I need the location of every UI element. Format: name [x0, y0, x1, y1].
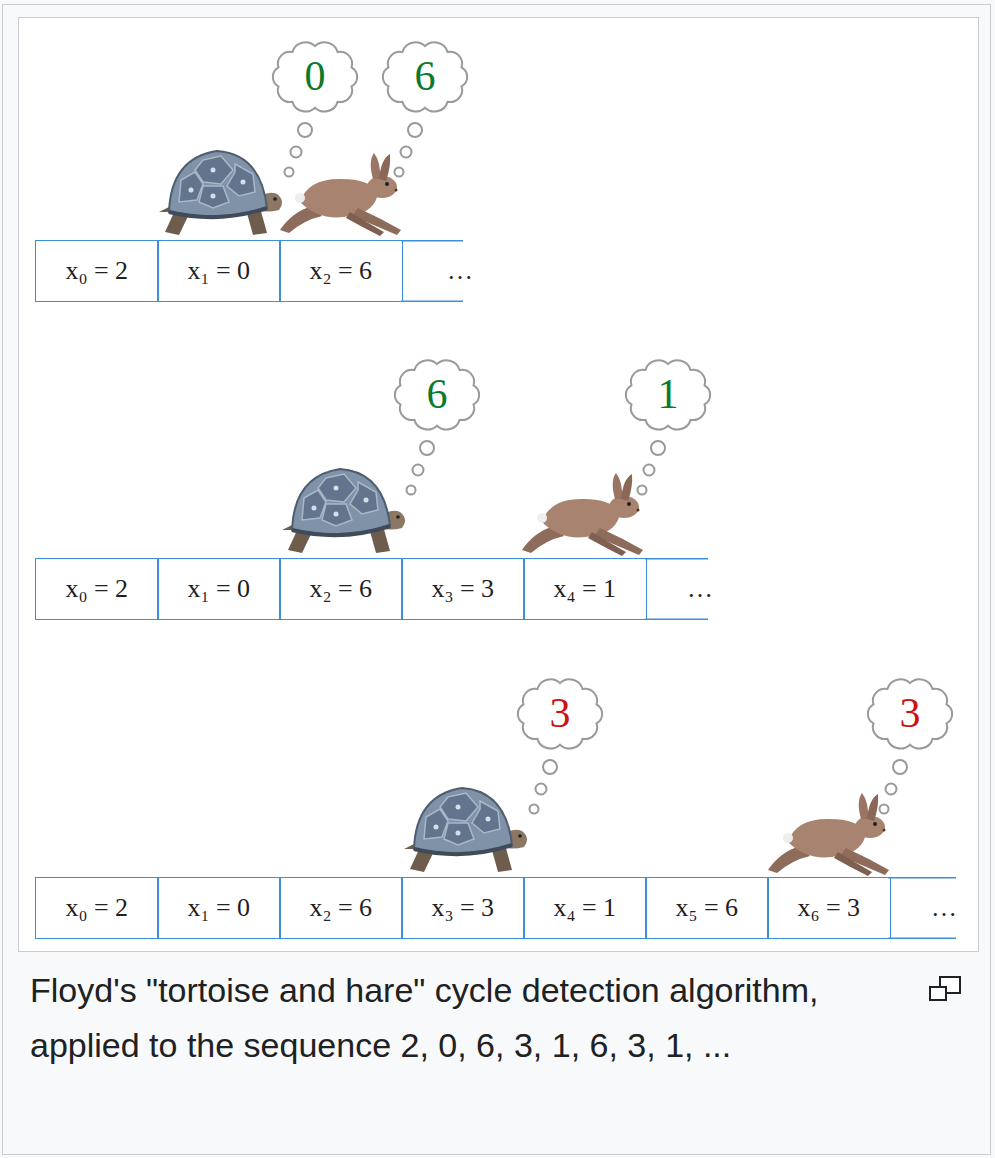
tortoise: [404, 788, 527, 872]
row-line: [645, 558, 708, 560]
trail-dot: [886, 784, 897, 795]
tortoise: [159, 151, 282, 235]
row-line: [401, 301, 463, 303]
cloud-number: 3: [550, 692, 571, 734]
cloud-shape: [273, 42, 357, 111]
cell-value: x₁ = 0: [187, 893, 250, 923]
trail-dot: [536, 784, 547, 795]
sequence-cell: x₀ = 2: [35, 877, 159, 939]
trail-dot: [408, 123, 422, 137]
cell-value: x₁ = 0: [187, 256, 250, 286]
trail-dot: [401, 147, 412, 158]
sequence-cell: x₀ = 2: [35, 240, 159, 302]
cloud-shape: [395, 360, 479, 429]
sequence-cell: x₁ = 0: [157, 877, 281, 939]
cell-value: x₂ = 6: [309, 893, 372, 923]
enlarge-icon-graphic: [920, 971, 970, 1011]
thought-cloud: 0: [267, 34, 363, 118]
cloud-shape: [868, 679, 952, 748]
row-line: [645, 619, 708, 621]
cloud-number: 6: [415, 55, 436, 97]
thought-cloud: 6: [377, 34, 473, 118]
cell-value: x₁ = 0: [187, 574, 250, 604]
hare: [522, 473, 643, 556]
row-line: [888, 877, 956, 879]
ellipsis: …: [931, 893, 957, 923]
sequence-cell: x₁ = 0: [157, 240, 281, 302]
cloud-shape: [518, 679, 602, 748]
sequence-cell: x₂ = 6: [279, 877, 403, 939]
cell-value: x₂ = 6: [309, 256, 372, 286]
cell-value: x₃ = 3: [431, 893, 494, 923]
sequence-cell: x₃ = 3: [401, 558, 525, 620]
hare: [280, 153, 401, 236]
sequence-cell: x₂ = 6: [279, 558, 403, 620]
cloud-shape: [626, 360, 710, 429]
trail-dot: [893, 760, 907, 774]
icon-frame: [930, 987, 946, 1000]
trail-dot: [291, 147, 302, 158]
trail-dot: [530, 805, 539, 814]
thought-cloud: 6: [389, 352, 485, 436]
sequence-cell: x₀ = 2: [35, 558, 159, 620]
thought-cloud: 1: [620, 352, 716, 436]
cell-value: x₄ = 1: [553, 574, 616, 604]
cell-value: x₀ = 2: [65, 893, 128, 923]
sequence-cell: x₁ = 0: [157, 558, 281, 620]
ellipsis: …: [447, 256, 473, 286]
thought-cloud: 3: [512, 671, 608, 755]
ellipsis: …: [687, 574, 713, 604]
trail-dot: [651, 441, 665, 455]
sequence-cell: x₆ = 3: [767, 877, 891, 939]
trail-dot: [407, 486, 416, 495]
sequence-cell: x₄ = 1: [523, 877, 647, 939]
sequence-cell: x₃ = 3: [401, 877, 525, 939]
trail-dot: [395, 168, 404, 177]
cell-row-extension: [401, 241, 956, 939]
cell-value: x₄ = 1: [553, 893, 616, 923]
cell-value: x₅ = 6: [675, 893, 738, 923]
sequence-cell: x₂ = 6: [279, 240, 403, 302]
tortoise: [282, 469, 405, 553]
trail-dot: [298, 123, 312, 137]
trail-dot: [543, 760, 557, 774]
trail-dot: [420, 441, 434, 455]
cell-value: x₀ = 2: [65, 574, 128, 604]
thought-trail: [285, 123, 908, 814]
sequence-cell: x₅ = 6: [645, 877, 769, 939]
sequence-cell: x₄ = 1: [523, 558, 647, 620]
trail-dot: [644, 465, 655, 476]
cell-value: x₆ = 3: [797, 893, 860, 923]
cloud-number: 6: [427, 373, 448, 415]
cloud-number: 0: [305, 55, 326, 97]
cloud-number: 1: [658, 373, 679, 415]
cloud-shape: [383, 42, 467, 111]
caption-text: Floyd's "tortoise and hare" cycle detect…: [30, 971, 818, 1064]
trail-dot: [880, 805, 889, 814]
hare: [768, 793, 889, 876]
cloud-number: 3: [900, 692, 921, 734]
cell-value: x₂ = 6: [309, 574, 372, 604]
trail-dot: [413, 465, 424, 476]
figure-caption: Floyd's "tortoise and hare" cycle detect…: [30, 963, 970, 1073]
thought-cloud: 3: [862, 671, 958, 755]
cell-value: x₃ = 3: [431, 574, 494, 604]
cell-value: x₀ = 2: [65, 256, 128, 286]
row-line: [401, 240, 463, 242]
trail-dot: [638, 486, 647, 495]
trail-dot: [285, 168, 294, 177]
row-line: [888, 938, 956, 940]
enlarge-icon: [920, 971, 970, 1011]
